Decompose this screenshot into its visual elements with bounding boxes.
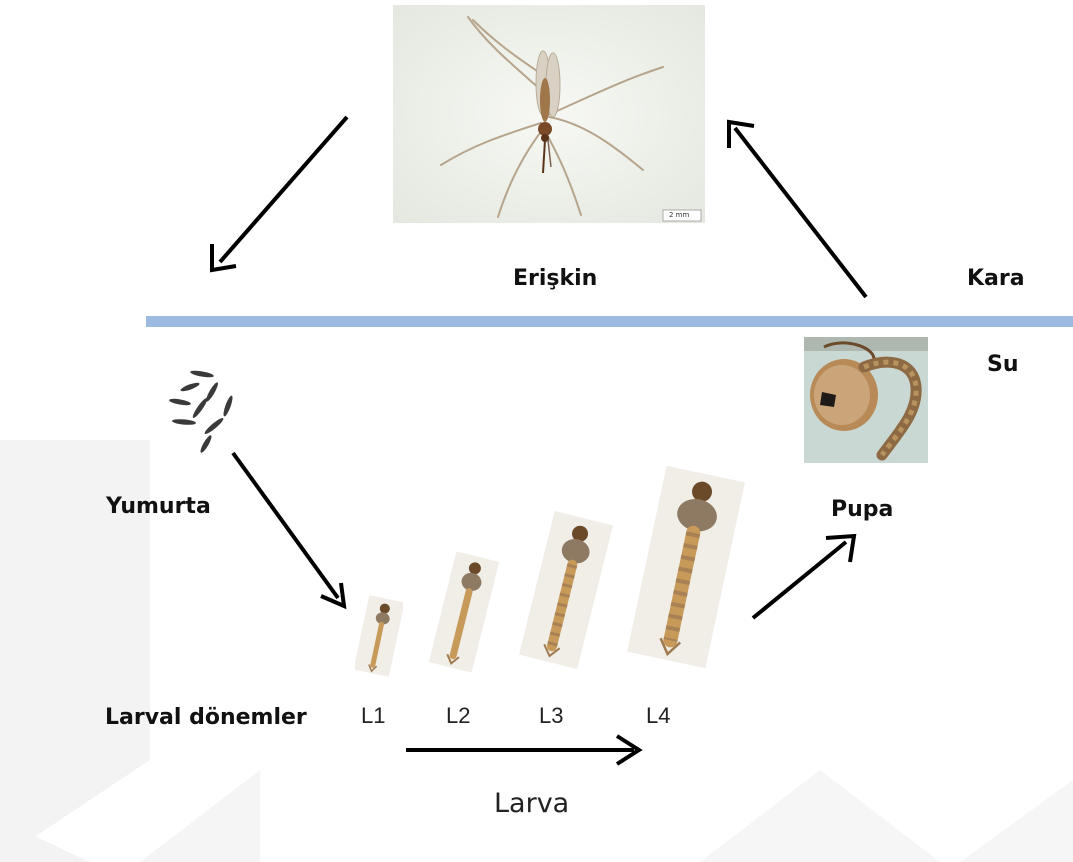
larva-l4-photo (616, 466, 756, 668)
arrow-adult-to-egg (212, 117, 347, 270)
stage-label-l2: L2 (446, 703, 470, 729)
stage-label-l3: L3 (539, 703, 563, 729)
label-pupa: Pupa (831, 497, 893, 522)
arrow-larva-stages (406, 736, 639, 764)
stage-label-l1: L1 (361, 703, 385, 729)
stage-label-l4: L4 (646, 703, 670, 729)
arrow-egg-to-larva (233, 453, 344, 606)
larva-l1-photo (355, 594, 403, 678)
label-larval-stages: Larval dönemler (105, 705, 307, 730)
label-adult: Erişkin (513, 266, 597, 291)
water-surface-line (146, 316, 1073, 327)
egg-cluster-icon (160, 362, 245, 457)
arrow-pupa-to-adult (729, 122, 866, 297)
label-egg: Yumurta (106, 494, 211, 519)
larva-l3-photo (514, 510, 618, 670)
label-land: Kara (967, 266, 1025, 291)
pupa-photo (804, 337, 928, 463)
label-water: Su (987, 352, 1019, 377)
arrow-larva-to-pupa (753, 536, 854, 618)
larva-l2-photo (428, 549, 500, 675)
label-larva: Larva (494, 788, 569, 819)
